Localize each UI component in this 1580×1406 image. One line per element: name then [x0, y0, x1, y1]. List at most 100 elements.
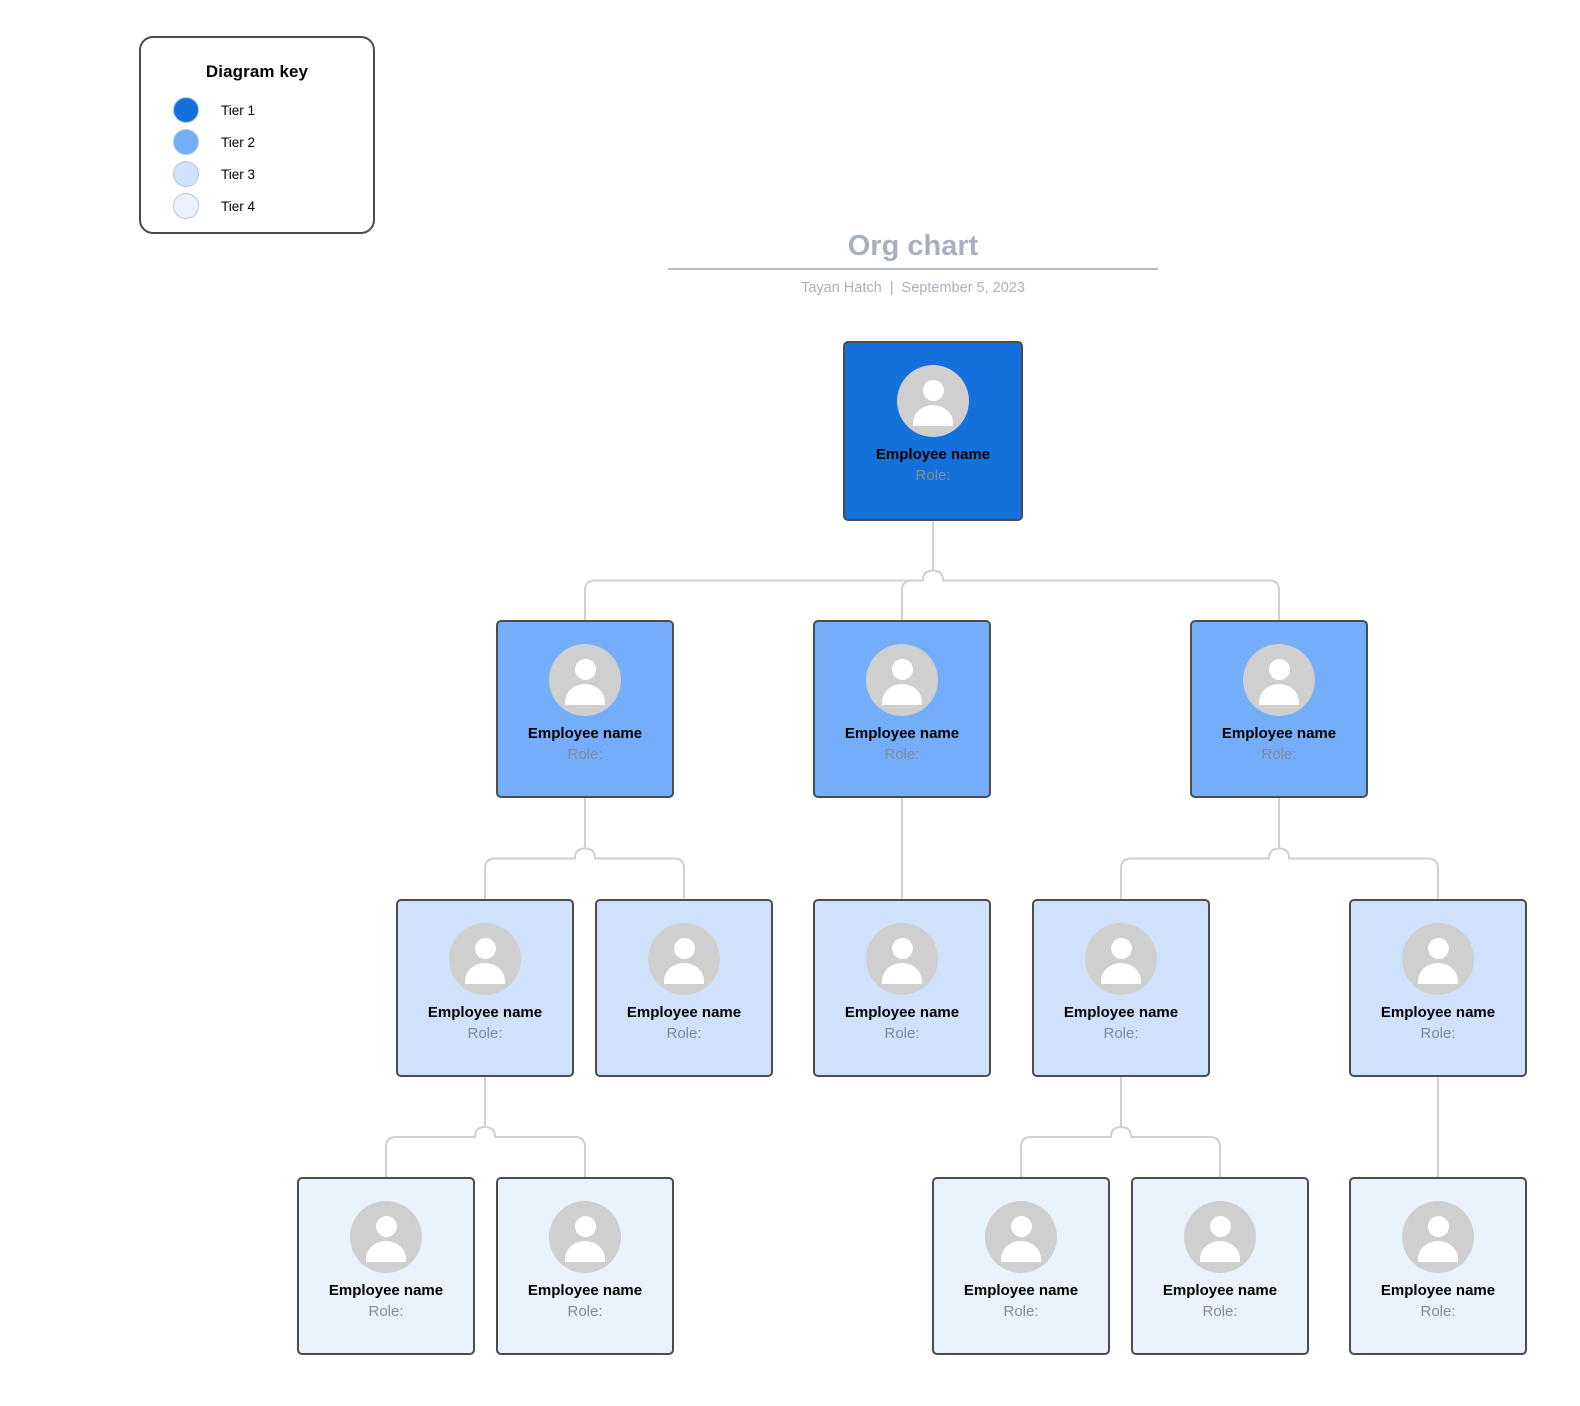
- avatar-body: [1418, 963, 1458, 984]
- employee-role-label: Role:: [1103, 1025, 1139, 1042]
- legend-item-label: Tier 1: [221, 102, 256, 118]
- legend-item-tier-4[interactable]: Tier 4: [173, 192, 255, 220]
- employee-name-label: Employee name: [1063, 1004, 1179, 1021]
- connector-line: [1020, 1126, 1122, 1178]
- legend-item-tier-3[interactable]: Tier 3: [173, 160, 255, 188]
- diagram-key-title: Diagram key: [205, 62, 309, 81]
- connector-line: [1120, 847, 1280, 900]
- person-avatar-icon: [549, 644, 621, 716]
- employee-name-label: Employee name: [1380, 1004, 1496, 1021]
- person-avatar-icon: [985, 1201, 1057, 1273]
- avatar-body: [882, 963, 922, 984]
- avatar-head: [474, 938, 496, 959]
- person-avatar-icon: [866, 644, 938, 716]
- connector-line: [484, 1126, 586, 1178]
- employee-role-label: Role:: [1003, 1303, 1039, 1320]
- employee-name-label: Employee name: [328, 1282, 444, 1299]
- employee-role-label: Role:: [1420, 1025, 1456, 1042]
- avatar-head: [922, 380, 944, 401]
- employee-name-label: Employee name: [1162, 1282, 1278, 1299]
- avatar-body: [1101, 963, 1141, 984]
- avatar-head: [1209, 1216, 1231, 1237]
- avatar-head: [673, 938, 695, 959]
- avatar-head: [574, 659, 596, 680]
- avatar-head: [574, 1216, 596, 1237]
- person-avatar-icon: [1184, 1201, 1256, 1273]
- employee-name-label: Employee name: [527, 725, 643, 742]
- avatar-body: [913, 405, 953, 426]
- employee-role-label: Role:: [1261, 746, 1297, 763]
- legend-item-tier-2[interactable]: Tier 2: [173, 128, 255, 156]
- legend-item-label: Tier 3: [221, 166, 256, 182]
- employee-name-label: Employee name: [1380, 1282, 1496, 1299]
- legend-item-label: Tier 2: [221, 134, 256, 150]
- legend-swatch-icon: [173, 193, 199, 219]
- employee-role-label: Role:: [467, 1025, 503, 1042]
- chart-header: Org chart Tayan Hatch | September 5, 202…: [668, 226, 1158, 296]
- person-avatar-icon: [648, 923, 720, 995]
- connector-line: [1120, 1126, 1221, 1178]
- connector-line: [484, 847, 586, 900]
- employee-name-label: Employee name: [527, 1282, 643, 1299]
- connector-line: [385, 1126, 486, 1178]
- avatar-body: [882, 684, 922, 705]
- employee-role-label: Role:: [567, 746, 603, 763]
- connector-line: [932, 569, 1280, 621]
- legend-item-tier-1[interactable]: Tier 1: [173, 96, 255, 124]
- avatar-body: [366, 1241, 406, 1262]
- avatar-body: [1418, 1241, 1458, 1262]
- employee-name-label: Employee name: [844, 1004, 960, 1021]
- avatar-body: [565, 1241, 605, 1262]
- employee-name-label: Employee name: [963, 1282, 1079, 1299]
- employee-name-label: Employee name: [626, 1004, 742, 1021]
- connector-line: [901, 569, 934, 621]
- avatar-head: [375, 1216, 397, 1237]
- chart-byline: Tayan Hatch | September 5, 2023: [801, 280, 1025, 296]
- avatar-head: [1110, 938, 1132, 959]
- legend-swatch-icon: [173, 129, 199, 155]
- employee-role-label: Role:: [884, 1025, 920, 1042]
- employee-name-label: Employee name: [844, 725, 960, 742]
- avatar-head: [1010, 1216, 1032, 1237]
- employee-name-label: Employee name: [1221, 725, 1337, 742]
- avatar-head: [891, 659, 913, 680]
- employee-name-label: Employee name: [427, 1004, 543, 1021]
- page-title: Org chart: [668, 226, 1158, 270]
- employee-role-label: Role:: [1202, 1303, 1238, 1320]
- person-avatar-icon: [1402, 923, 1474, 995]
- legend-swatch-icon: [173, 97, 199, 123]
- employee-role-label: Role:: [1420, 1303, 1456, 1320]
- avatar-body: [664, 963, 704, 984]
- avatar-head: [1427, 1216, 1449, 1237]
- avatar-body: [565, 684, 605, 705]
- employee-role-label: Role:: [915, 467, 951, 484]
- diagram-key-panel: Diagram key Tier 1 Tier 2 Tier 3 Tier 4: [139, 36, 375, 234]
- avatar-body: [1001, 1241, 1041, 1262]
- connector-line: [1278, 847, 1439, 900]
- person-avatar-icon: [1085, 923, 1157, 995]
- avatar-head: [1268, 659, 1290, 680]
- person-avatar-icon: [549, 1201, 621, 1273]
- employee-role-label: Role:: [666, 1025, 702, 1042]
- connector-line: [584, 847, 685, 900]
- avatar-body: [465, 963, 505, 984]
- person-avatar-icon: [1243, 644, 1315, 716]
- person-avatar-icon: [449, 923, 521, 995]
- avatar-head: [891, 938, 913, 959]
- person-avatar-icon: [1402, 1201, 1474, 1273]
- legend-swatch-icon: [173, 161, 199, 187]
